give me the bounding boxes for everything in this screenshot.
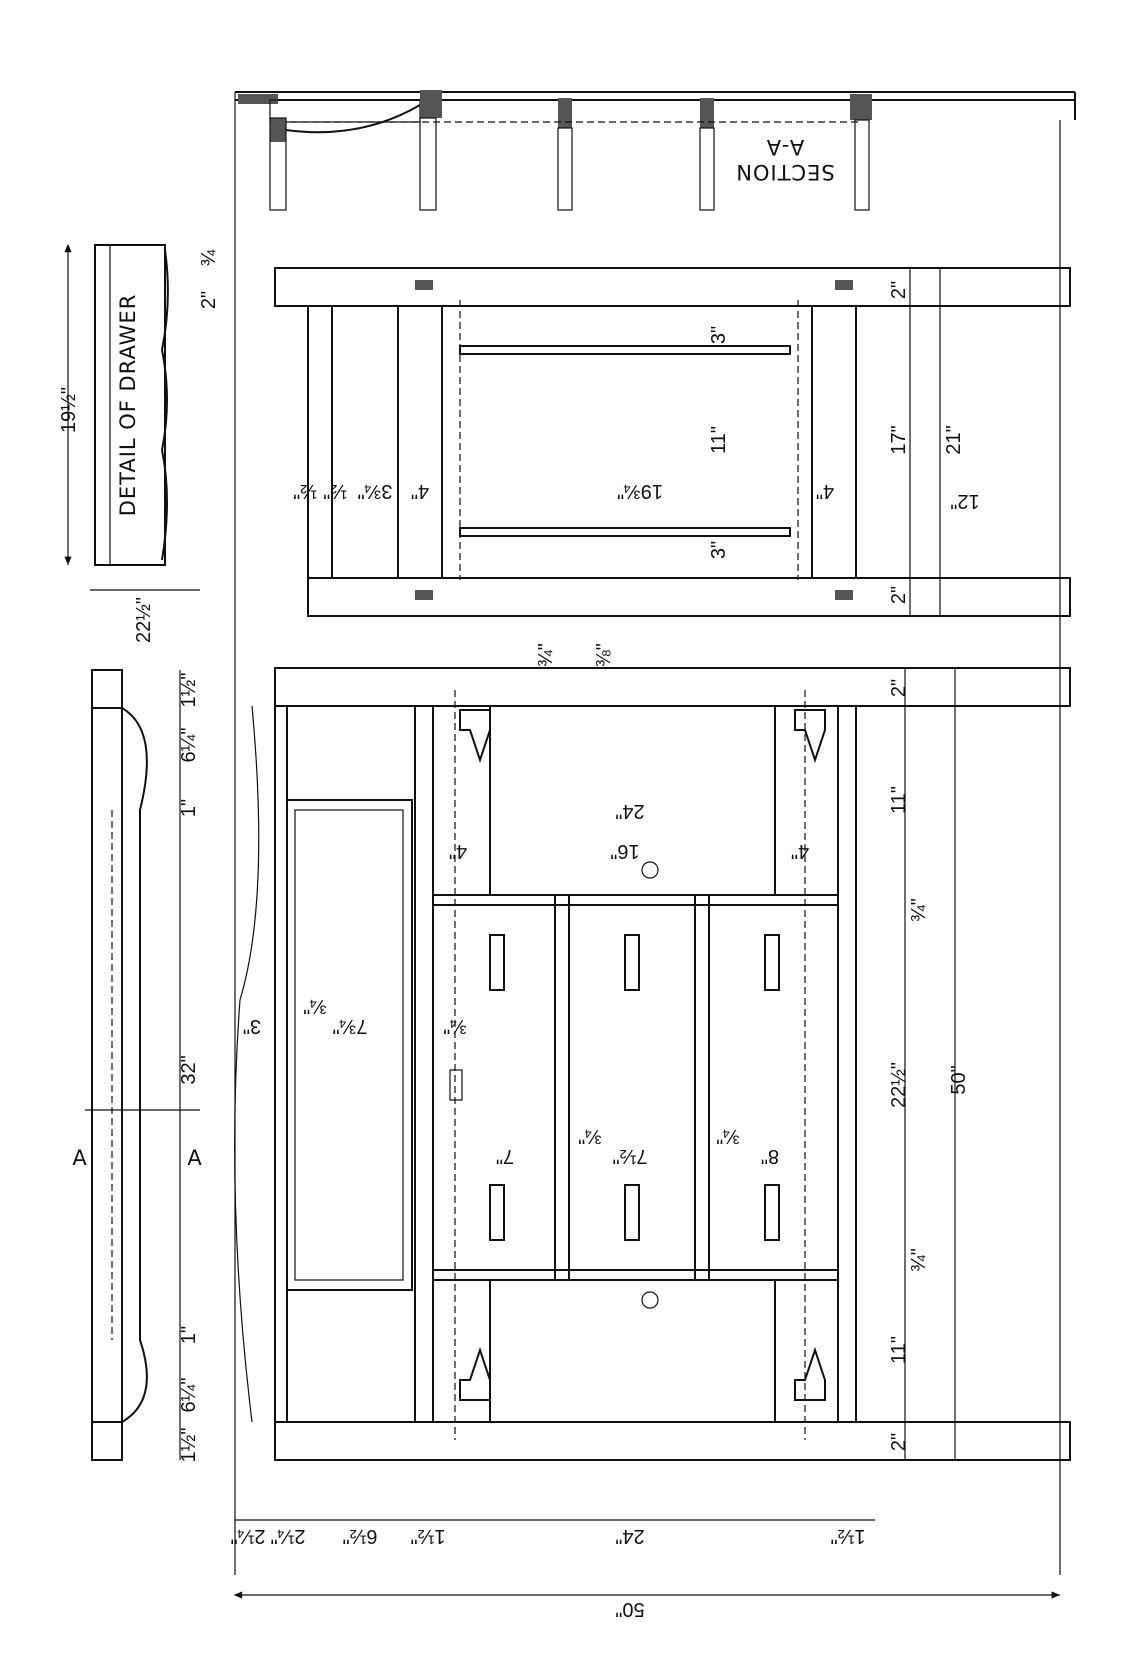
end-half-a-dim: ½" — [293, 480, 317, 502]
section-label: SECTION — [735, 160, 835, 184]
end-3-top-dim: 3" — [708, 326, 730, 344]
end-3-3-4-dim: 3¾" — [358, 480, 393, 502]
front-24-dim: 24" — [615, 800, 644, 822]
bottom-1-1-2-b-dim: 1½" — [831, 1525, 866, 1547]
cut-a-right-label: A — [187, 1146, 202, 1170]
front-4-right-dim: 4" — [791, 840, 809, 862]
drawer-apron-dim: 2" — [198, 291, 220, 309]
drawer-top-thk-dim: ¾ — [198, 249, 220, 266]
front-bottom-2-dim: 2" — [888, 1433, 910, 1451]
top-1-1-2-top-dim: 1½" — [178, 673, 200, 708]
end-bottom-2-dim: 2" — [888, 586, 910, 604]
front-thk-3-4-dim: ¾" — [535, 643, 557, 667]
top-view: 1½" 6¼" 1" 32" 1" 6¼" 1½" A A — [72, 669, 202, 1463]
end-view: 2" 2" 17" 21" 12" 19¾" 11" 3" 3" 4" 4" 3… — [198, 249, 1071, 617]
end-3-bottom-dim: 3" — [708, 541, 730, 559]
front-top-2-dim: 2" — [888, 679, 910, 697]
detail-of-drawer-label: DETAIL OF DRAWER — [116, 294, 140, 517]
top-32-dim: 32" — [178, 1055, 200, 1084]
end-21-dim: 21" — [943, 425, 965, 454]
end-4-left-dim: 4" — [411, 480, 429, 502]
end-top-2-dim: 2" — [888, 281, 910, 299]
top-1-bottom-dim: 1" — [178, 1326, 200, 1344]
front-3-4-c-dim: ¾" — [578, 1125, 602, 1147]
bottom-50-dim: 50" — [615, 1598, 644, 1620]
front-22-1-2-dim: 22½" — [888, 1062, 910, 1108]
top-6-1-4-bottom-dim: 6¼" — [178, 1378, 200, 1413]
bottom-24-dim: 24" — [615, 1525, 644, 1547]
end-17-dim: 17" — [888, 425, 910, 454]
front-thk-3-8-dim: ⅜" — [593, 643, 615, 667]
front-50-dim: 50" — [948, 1065, 970, 1094]
front-8-dim: 8" — [761, 1145, 779, 1167]
bottom-6-1-2-dim: 6½" — [343, 1525, 378, 1547]
cut-a-left-label: A — [72, 1146, 87, 1170]
bottom-2-1-4-a-dim: 2¼" — [231, 1525, 266, 1547]
section-mark-label: A-A — [766, 135, 804, 159]
top-6-1-4-top-dim: 6¼" — [178, 728, 200, 763]
front-3-4-top-dim: ¾" — [908, 898, 930, 922]
front-3-4-b-dim: ¾" — [443, 1015, 467, 1037]
front-view: ¾" ⅜" 2" 11" ¾" 22½" ¾" 11" 2" 50" 24" 4… — [234, 643, 1071, 1461]
end-19-3-4-dim: 19¾" — [617, 480, 663, 502]
top-1-1-2-bottom-dim: 1½" — [178, 1428, 200, 1463]
front-4-left-dim: 4" — [449, 840, 467, 862]
bottom-2-1-4-b-dim: 2¼" — [271, 1525, 306, 1547]
bottom-dimensions: 2¼" 2¼" 6½" 1½" 24" 1½" 50" — [231, 1519, 1060, 1620]
front-3-4-bottom-dim: ¾" — [908, 1248, 930, 1272]
front-11-bottom-dim: 11" — [888, 1336, 910, 1364]
front-7-1-2-dim: 7½" — [613, 1145, 648, 1167]
front-7-3-4-dim: 7¾" — [333, 1015, 368, 1037]
front-11-top-dim: 11" — [888, 786, 910, 814]
front-7-dim: 7" — [496, 1145, 514, 1167]
bottom-1-1-2-a-dim: 1½" — [411, 1525, 446, 1547]
end-half-b-dim: ½" — [323, 480, 347, 502]
top-1-top-dim: 1" — [178, 799, 200, 817]
section-a-a-view: SECTION A-A — [234, 90, 1076, 1575]
drawer-width-dim: 22½" — [133, 597, 155, 643]
end-12-dim: 12" — [950, 490, 979, 512]
drawer-detail-view: DETAIL OF DRAWER 19½" 22½" — [58, 243, 200, 643]
front-3-dim: 3" — [243, 1015, 261, 1037]
front-3-4-d-dim: ¾" — [716, 1125, 740, 1147]
end-4-right-dim: 4" — [816, 480, 834, 502]
drawer-length-dim: 19½" — [58, 387, 80, 433]
end-11-dim: 11" — [708, 426, 730, 454]
front-16-dim: 16" — [610, 840, 639, 862]
front-3-3-4-dim: ¾" — [303, 995, 327, 1017]
